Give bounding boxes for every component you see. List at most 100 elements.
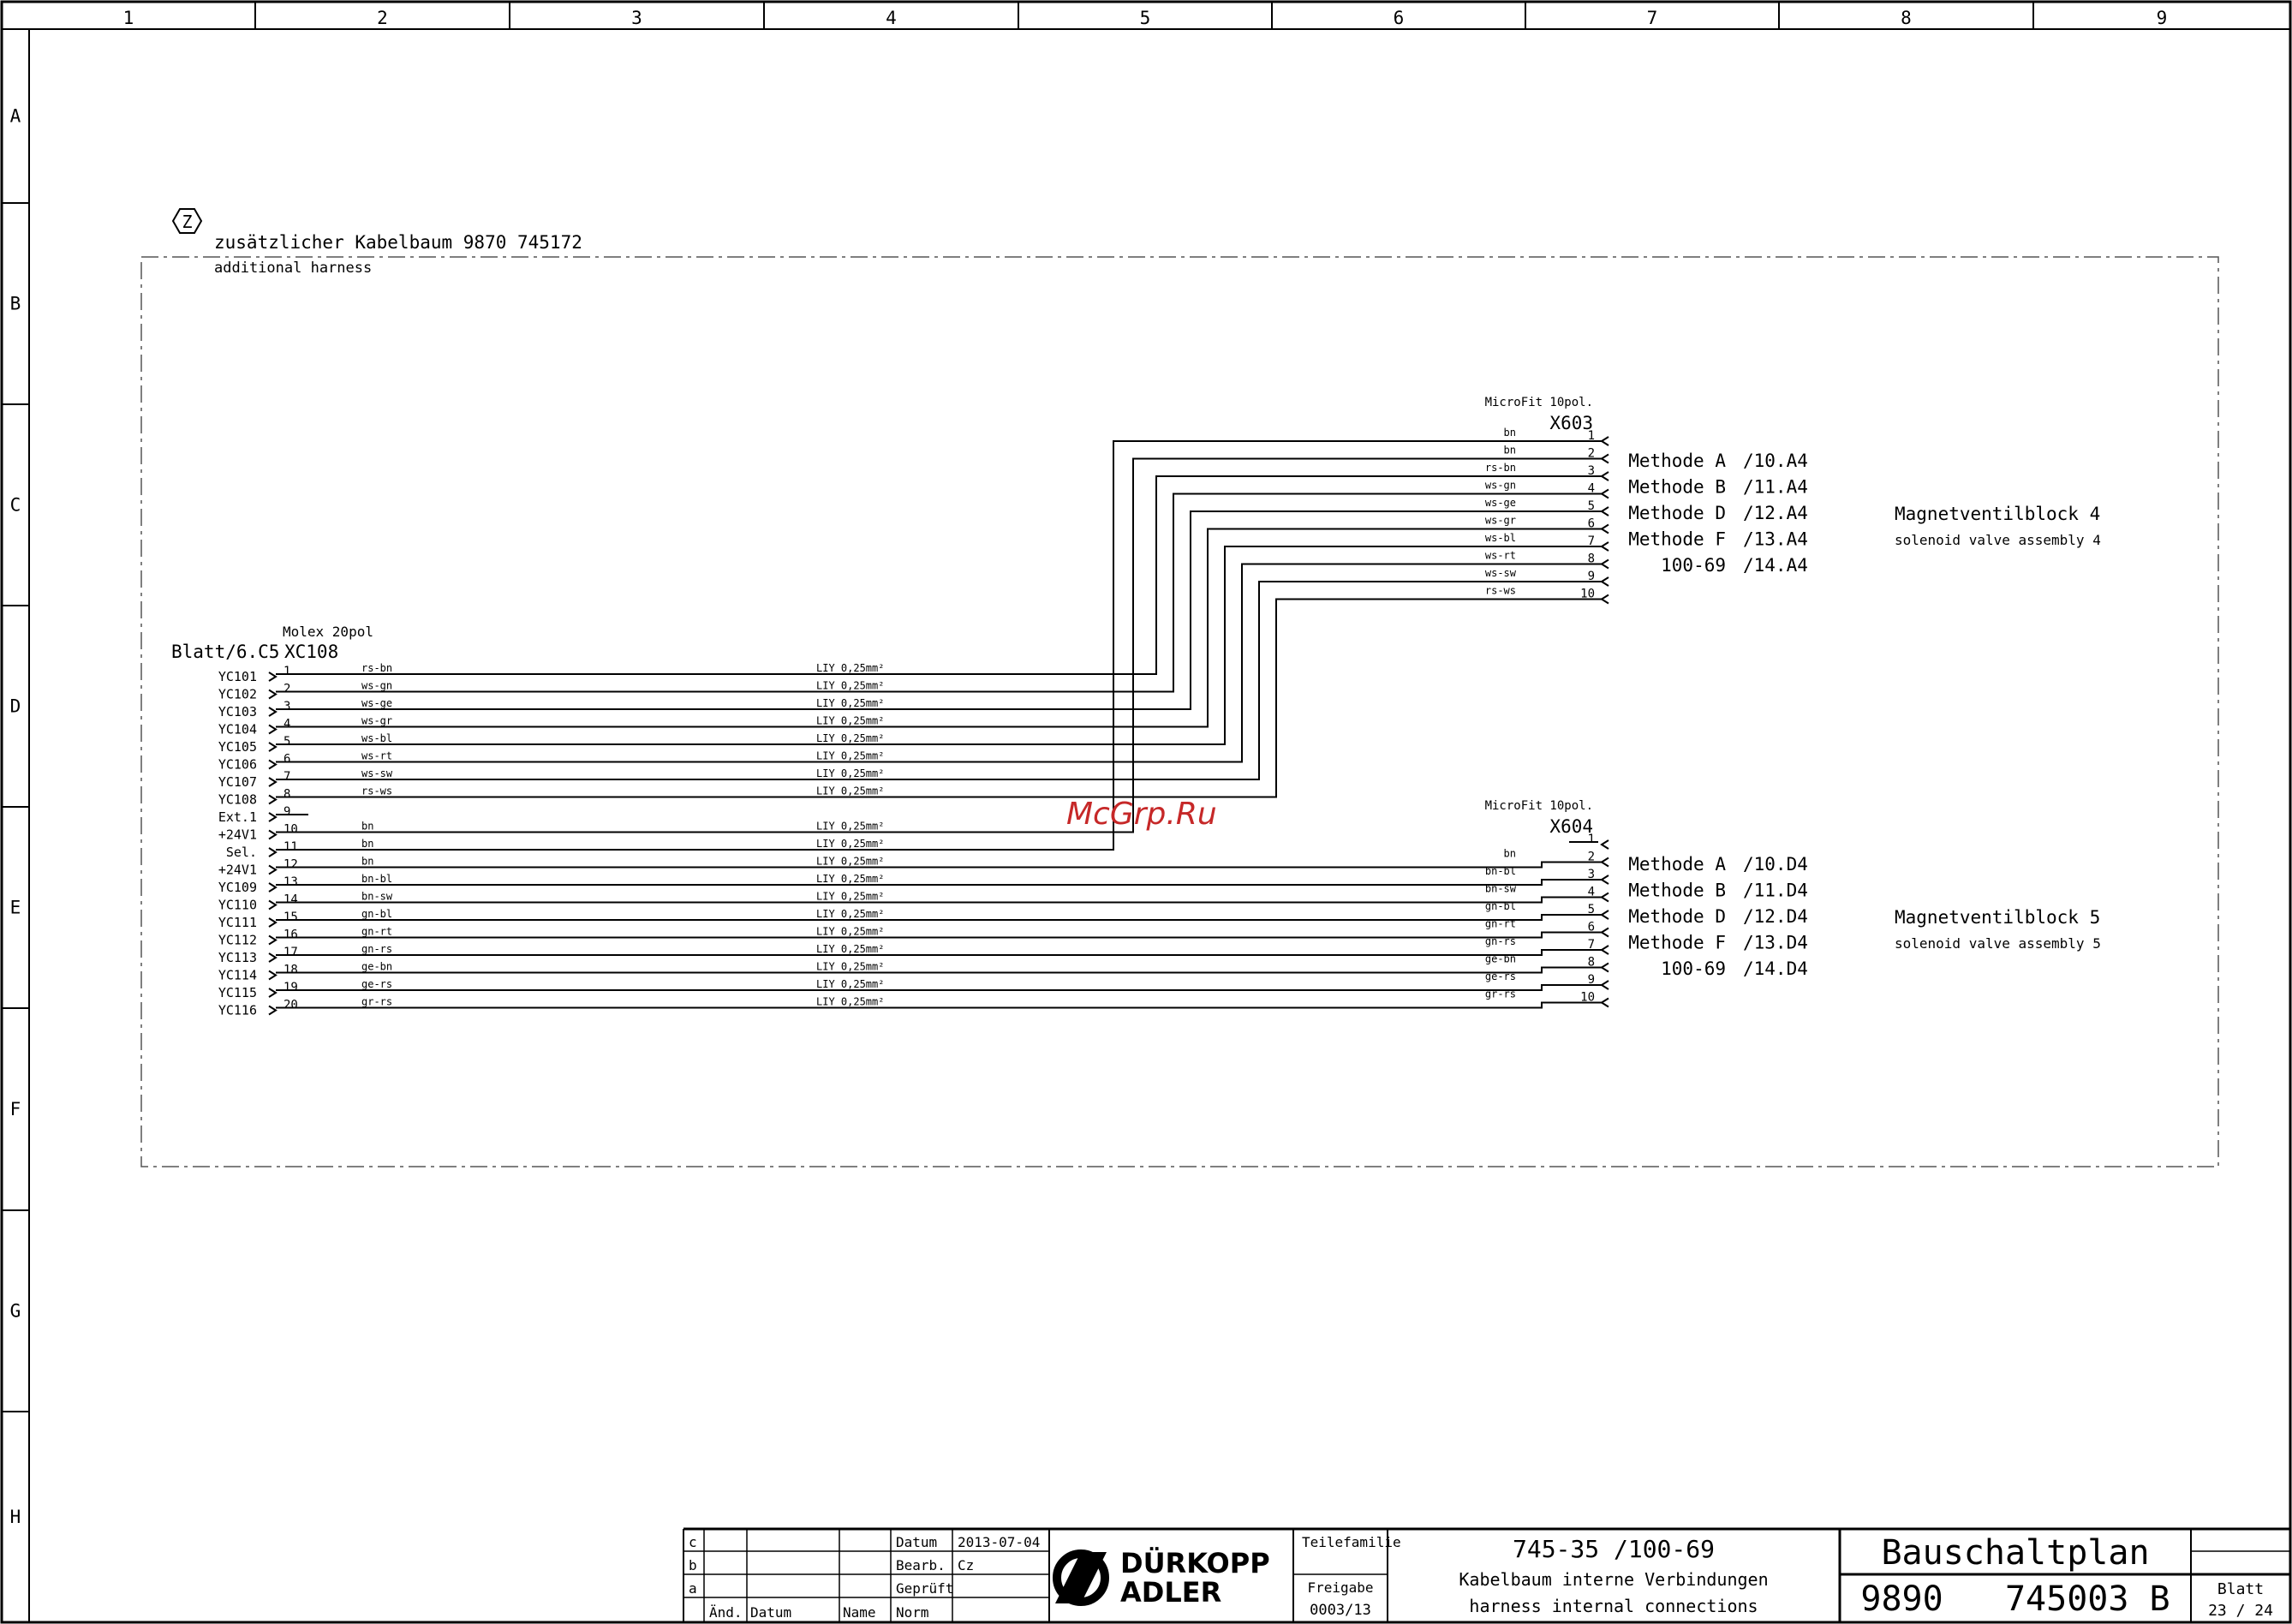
pin-socket	[268, 952, 278, 963]
wire	[276, 931, 1602, 939]
assembly-name: Magnetventilblock 5	[1895, 907, 2100, 928]
wire-routes	[276, 440, 1602, 1009]
pin-signal: YC109	[218, 880, 257, 895]
col-label: 3	[631, 8, 642, 28]
wire-color: bn	[1504, 848, 1516, 860]
method-ref: /12.D4	[1743, 906, 1808, 927]
col-label: 1	[123, 8, 134, 28]
model-number: 745-35 /100-69	[1513, 1535, 1715, 1563]
wire	[276, 1001, 1602, 1009]
pin-socket	[268, 1005, 278, 1016]
pin-signal: YC104	[218, 722, 257, 737]
wire	[276, 984, 1602, 991]
document-type: Bauschaltplan	[1881, 1533, 2149, 1573]
pin-number: 5	[1588, 499, 1595, 513]
wire	[276, 914, 1602, 921]
pin-socket	[1600, 875, 1609, 885]
wire	[276, 598, 1602, 798]
pin-number: 2	[1588, 851, 1595, 864]
pin-signal: Sel.	[226, 845, 257, 860]
wire	[276, 861, 1602, 869]
wire-color: rs-bn	[1485, 462, 1516, 474]
pin-number: 5	[1588, 903, 1595, 916]
pin-signal: YC102	[218, 687, 257, 702]
wire-color: ws-gn	[1485, 480, 1516, 492]
rev-header-name: Name	[843, 1604, 876, 1621]
description-de: Kabelbaum interne Verbindungen	[1459, 1569, 1768, 1590]
wire-color: ws-ge	[1485, 497, 1516, 509]
wire-color: rs-bn	[361, 662, 392, 674]
rev-b: b	[689, 1557, 697, 1573]
wire-color: ge-bn	[1485, 953, 1516, 965]
pin-number: 9	[1588, 570, 1595, 583]
wire-color: ws-bl	[361, 732, 392, 744]
method-ref: /11.A4	[1743, 477, 1808, 498]
geprueft-label: Geprüft	[896, 1580, 953, 1597]
method-ref: /10.A4	[1743, 451, 1808, 471]
col-label: 7	[1647, 8, 1658, 28]
row-label: E	[10, 898, 21, 918]
method-name: Methode B	[1628, 477, 1726, 498]
pin-socket	[1600, 980, 1609, 990]
pin-socket	[1600, 892, 1609, 903]
pin-number: 4	[1588, 886, 1595, 899]
pin-socket	[1600, 576, 1609, 587]
connector-name: X603	[1549, 413, 1593, 433]
wire	[276, 528, 1602, 728]
wire	[276, 949, 1602, 956]
wire-color: ws-rt	[361, 750, 392, 762]
pin-number: 8	[284, 788, 290, 802]
pin-socket	[268, 707, 278, 717]
pin-socket	[1600, 962, 1609, 973]
pin-socket	[1600, 436, 1609, 446]
row-label: F	[10, 1099, 21, 1119]
pin-number: 1	[1588, 833, 1595, 846]
pin-socket	[268, 829, 278, 840]
assembly-name-en: solenoid valve assembly 4	[1895, 532, 2101, 548]
pin-signal: YC108	[218, 792, 257, 808]
wire	[276, 493, 1602, 693]
pin-socket	[268, 882, 278, 893]
wire-spec: LIY 0,25mm²	[816, 767, 884, 779]
wire-color: ws-sw	[1485, 567, 1517, 579]
pin-number: 12	[284, 858, 298, 872]
wire	[276, 966, 1602, 974]
blatt-label: Blatt	[2217, 1580, 2264, 1598]
pin-number: 14	[284, 893, 298, 907]
method-name: 100-69	[1661, 958, 1726, 979]
wire-color: bn-bl	[361, 873, 392, 885]
pin-signal: YC114	[218, 968, 257, 983]
col-label: 9	[2157, 8, 2168, 28]
pin-socket	[1600, 839, 1609, 850]
pin-number: 7	[1588, 534, 1595, 548]
wire	[276, 879, 1602, 886]
blatt-value: 23 / 24	[2208, 1602, 2273, 1620]
pin-number: 13	[284, 875, 298, 889]
pin-number: 7	[1588, 938, 1595, 952]
harness-marker-hexagon	[171, 208, 203, 234]
pin-number: 6	[1588, 517, 1595, 531]
bearb-value: Cz	[958, 1557, 974, 1573]
wire-color: bn	[361, 821, 373, 833]
pin-socket	[268, 672, 278, 682]
pin-number: 4	[1588, 482, 1595, 496]
wire-color: ws-gr	[361, 715, 392, 727]
wire	[276, 581, 1602, 780]
pin-socket	[1600, 594, 1609, 605]
datum-value: 2013-07-04	[958, 1534, 1040, 1550]
pin-socket	[268, 812, 278, 822]
method-ref: /10.D4	[1743, 854, 1808, 875]
freigabe-label: Freigabe	[1307, 1579, 1373, 1596]
pin-signal: YC112	[218, 933, 257, 948]
wire-spec: LIY 0,25mm²	[816, 961, 884, 973]
wire-color: ge-rs	[1485, 970, 1516, 982]
wire-color: ws-ge	[361, 697, 392, 709]
pin-socket	[268, 899, 278, 911]
pin-number: 3	[1588, 868, 1595, 881]
method-ref: /13.A4	[1743, 529, 1808, 550]
wire-color: gn-bl	[1485, 900, 1516, 912]
pin-number: 1	[284, 665, 290, 678]
pin-socket	[268, 864, 278, 875]
pin-signal: YC106	[218, 757, 257, 773]
